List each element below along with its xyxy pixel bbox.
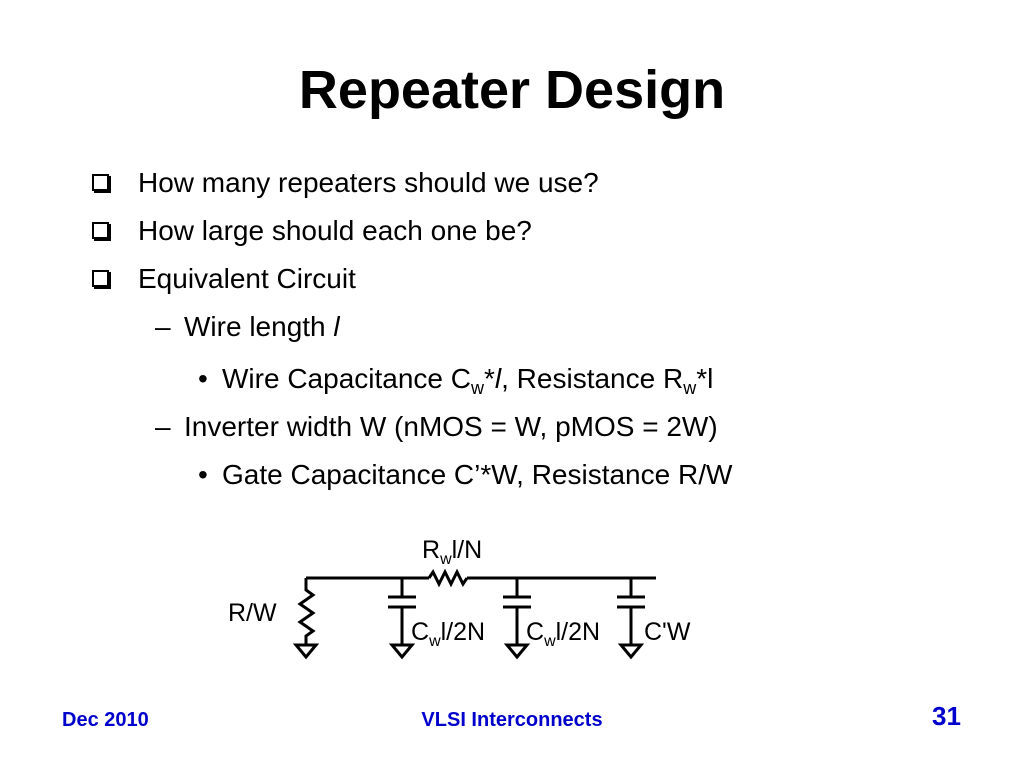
dot-marker: • [198, 363, 208, 394]
footer-date: Dec 2010 [62, 709, 149, 731]
dash-marker: – [155, 411, 171, 442]
wire-resistance-label: Rwl/N [422, 536, 482, 568]
ground-icon [388, 643, 416, 660]
slide-title: Repeater Design [298, 60, 726, 120]
slide-number: 31 [932, 701, 961, 731]
driver-resistance-label: R/W [228, 599, 277, 627]
wire-resistor-icon [427, 568, 469, 588]
footer-course-title: VLSI Interconnects [421, 709, 603, 731]
square-bullet-icon [92, 270, 109, 287]
square-bullet-icon [92, 222, 109, 239]
bullet-text: How large should each one be? [138, 215, 532, 246]
gate-capacitance-label: C'W [644, 618, 691, 646]
sub-item-text: Wire length l [184, 311, 340, 342]
wire-capacitance-label-2: Cwl/2N [526, 618, 600, 650]
wire-capacitance-label-1: Cwl/2N [411, 618, 485, 650]
capacitor-icon [617, 578, 645, 645]
ground-icon [503, 643, 531, 660]
sub-item-text: Gate Capacitance C’*W, Resistance R/W [222, 459, 733, 490]
bullet-text: Equivalent Circuit [138, 263, 356, 294]
capacitor-icon [503, 578, 531, 645]
ground-icon [292, 643, 320, 660]
sub-item-text: Inverter width W (nMOS = W, pMOS = 2W) [184, 411, 718, 442]
ground-icon [617, 643, 645, 660]
bullet-text: How many repeaters should we use? [138, 167, 599, 198]
sub-item-text: Wire Capacitance Cw*l, Resistance Rw*l [222, 363, 714, 398]
capacitor-icon [388, 578, 416, 645]
dot-marker: • [198, 459, 208, 490]
dash-marker: – [155, 311, 171, 342]
driver-resistor-icon [297, 578, 316, 645]
square-bullet-icon [92, 174, 109, 191]
